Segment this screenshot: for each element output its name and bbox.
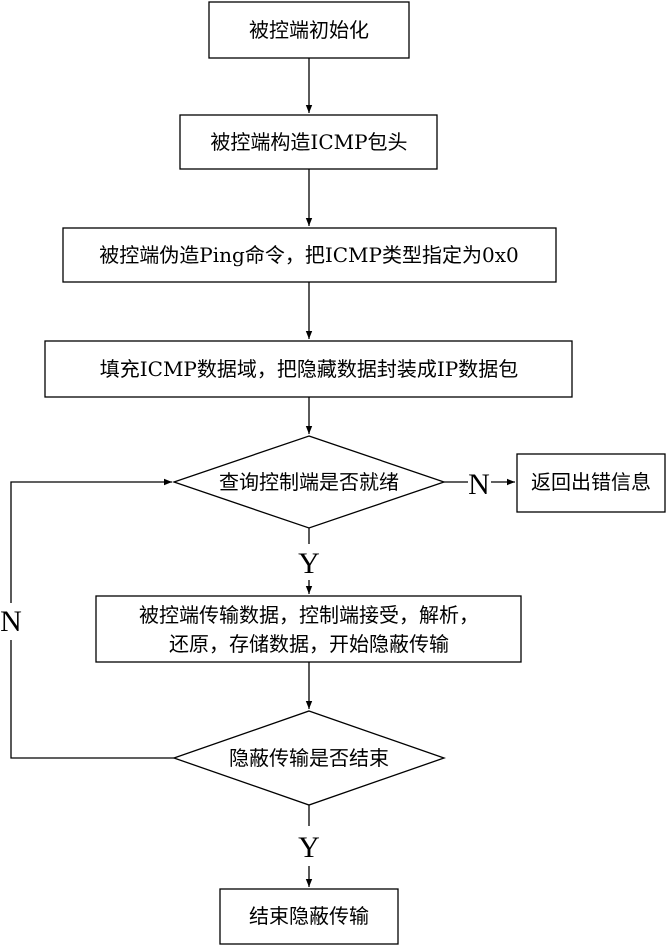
node-build-header-label: 被控端构造ICMP包头 — [210, 130, 407, 154]
decision-query-ready-label: 查询控制端是否就绪 — [219, 470, 399, 494]
edge-label-finished-no: N — [0, 605, 22, 638]
node-transfer-label-line1: 被控端传输数据，控制端接受，解析， — [139, 603, 479, 627]
node-forge-ping: 被控端伪造Ping命令，把ICMP类型指定为0x0 — [62, 227, 557, 283]
node-transfer: 被控端传输数据，控制端接受，解析， 还原，存储数据，开始隐蔽传输 — [95, 595, 522, 663]
node-init: 被控端初始化 — [208, 1, 410, 59]
node-error: 返回出错信息 — [516, 453, 666, 513]
node-fill-data-label: 填充ICMP数据域，把隐藏数据封装成IP数据包 — [100, 357, 519, 381]
edge-label-finished-yes: Y — [298, 831, 320, 864]
node-fill-data: 填充ICMP数据域，把隐藏数据封装成IP数据包 — [44, 340, 573, 398]
node-error-label: 返回出错信息 — [531, 470, 651, 494]
node-forge-ping-label: 被控端伪造Ping命令，把ICMP类型指定为0x0 — [99, 243, 518, 267]
node-end: 结束隐蔽传输 — [219, 888, 399, 945]
node-transfer-label-line2: 还原，存储数据，开始隐蔽传输 — [169, 632, 449, 656]
node-end-label: 结束隐蔽传输 — [249, 904, 369, 928]
decision-is-finished: 隐蔽传输是否结束 — [172, 710, 446, 806]
edge-finished-no-a — [10, 640, 174, 759]
edge-label-ready-yes: Y — [298, 547, 320, 580]
decision-is-finished-label: 隐蔽传输是否结束 — [229, 746, 389, 770]
node-build-header: 被控端构造ICMP包头 — [179, 114, 438, 170]
edge-label-ready-no: N — [468, 468, 490, 501]
node-init-label: 被控端初始化 — [249, 18, 369, 42]
decision-query-ready: 查询控制端是否就绪 — [171, 435, 447, 529]
edge-finished-no-b — [10, 478, 172, 603]
